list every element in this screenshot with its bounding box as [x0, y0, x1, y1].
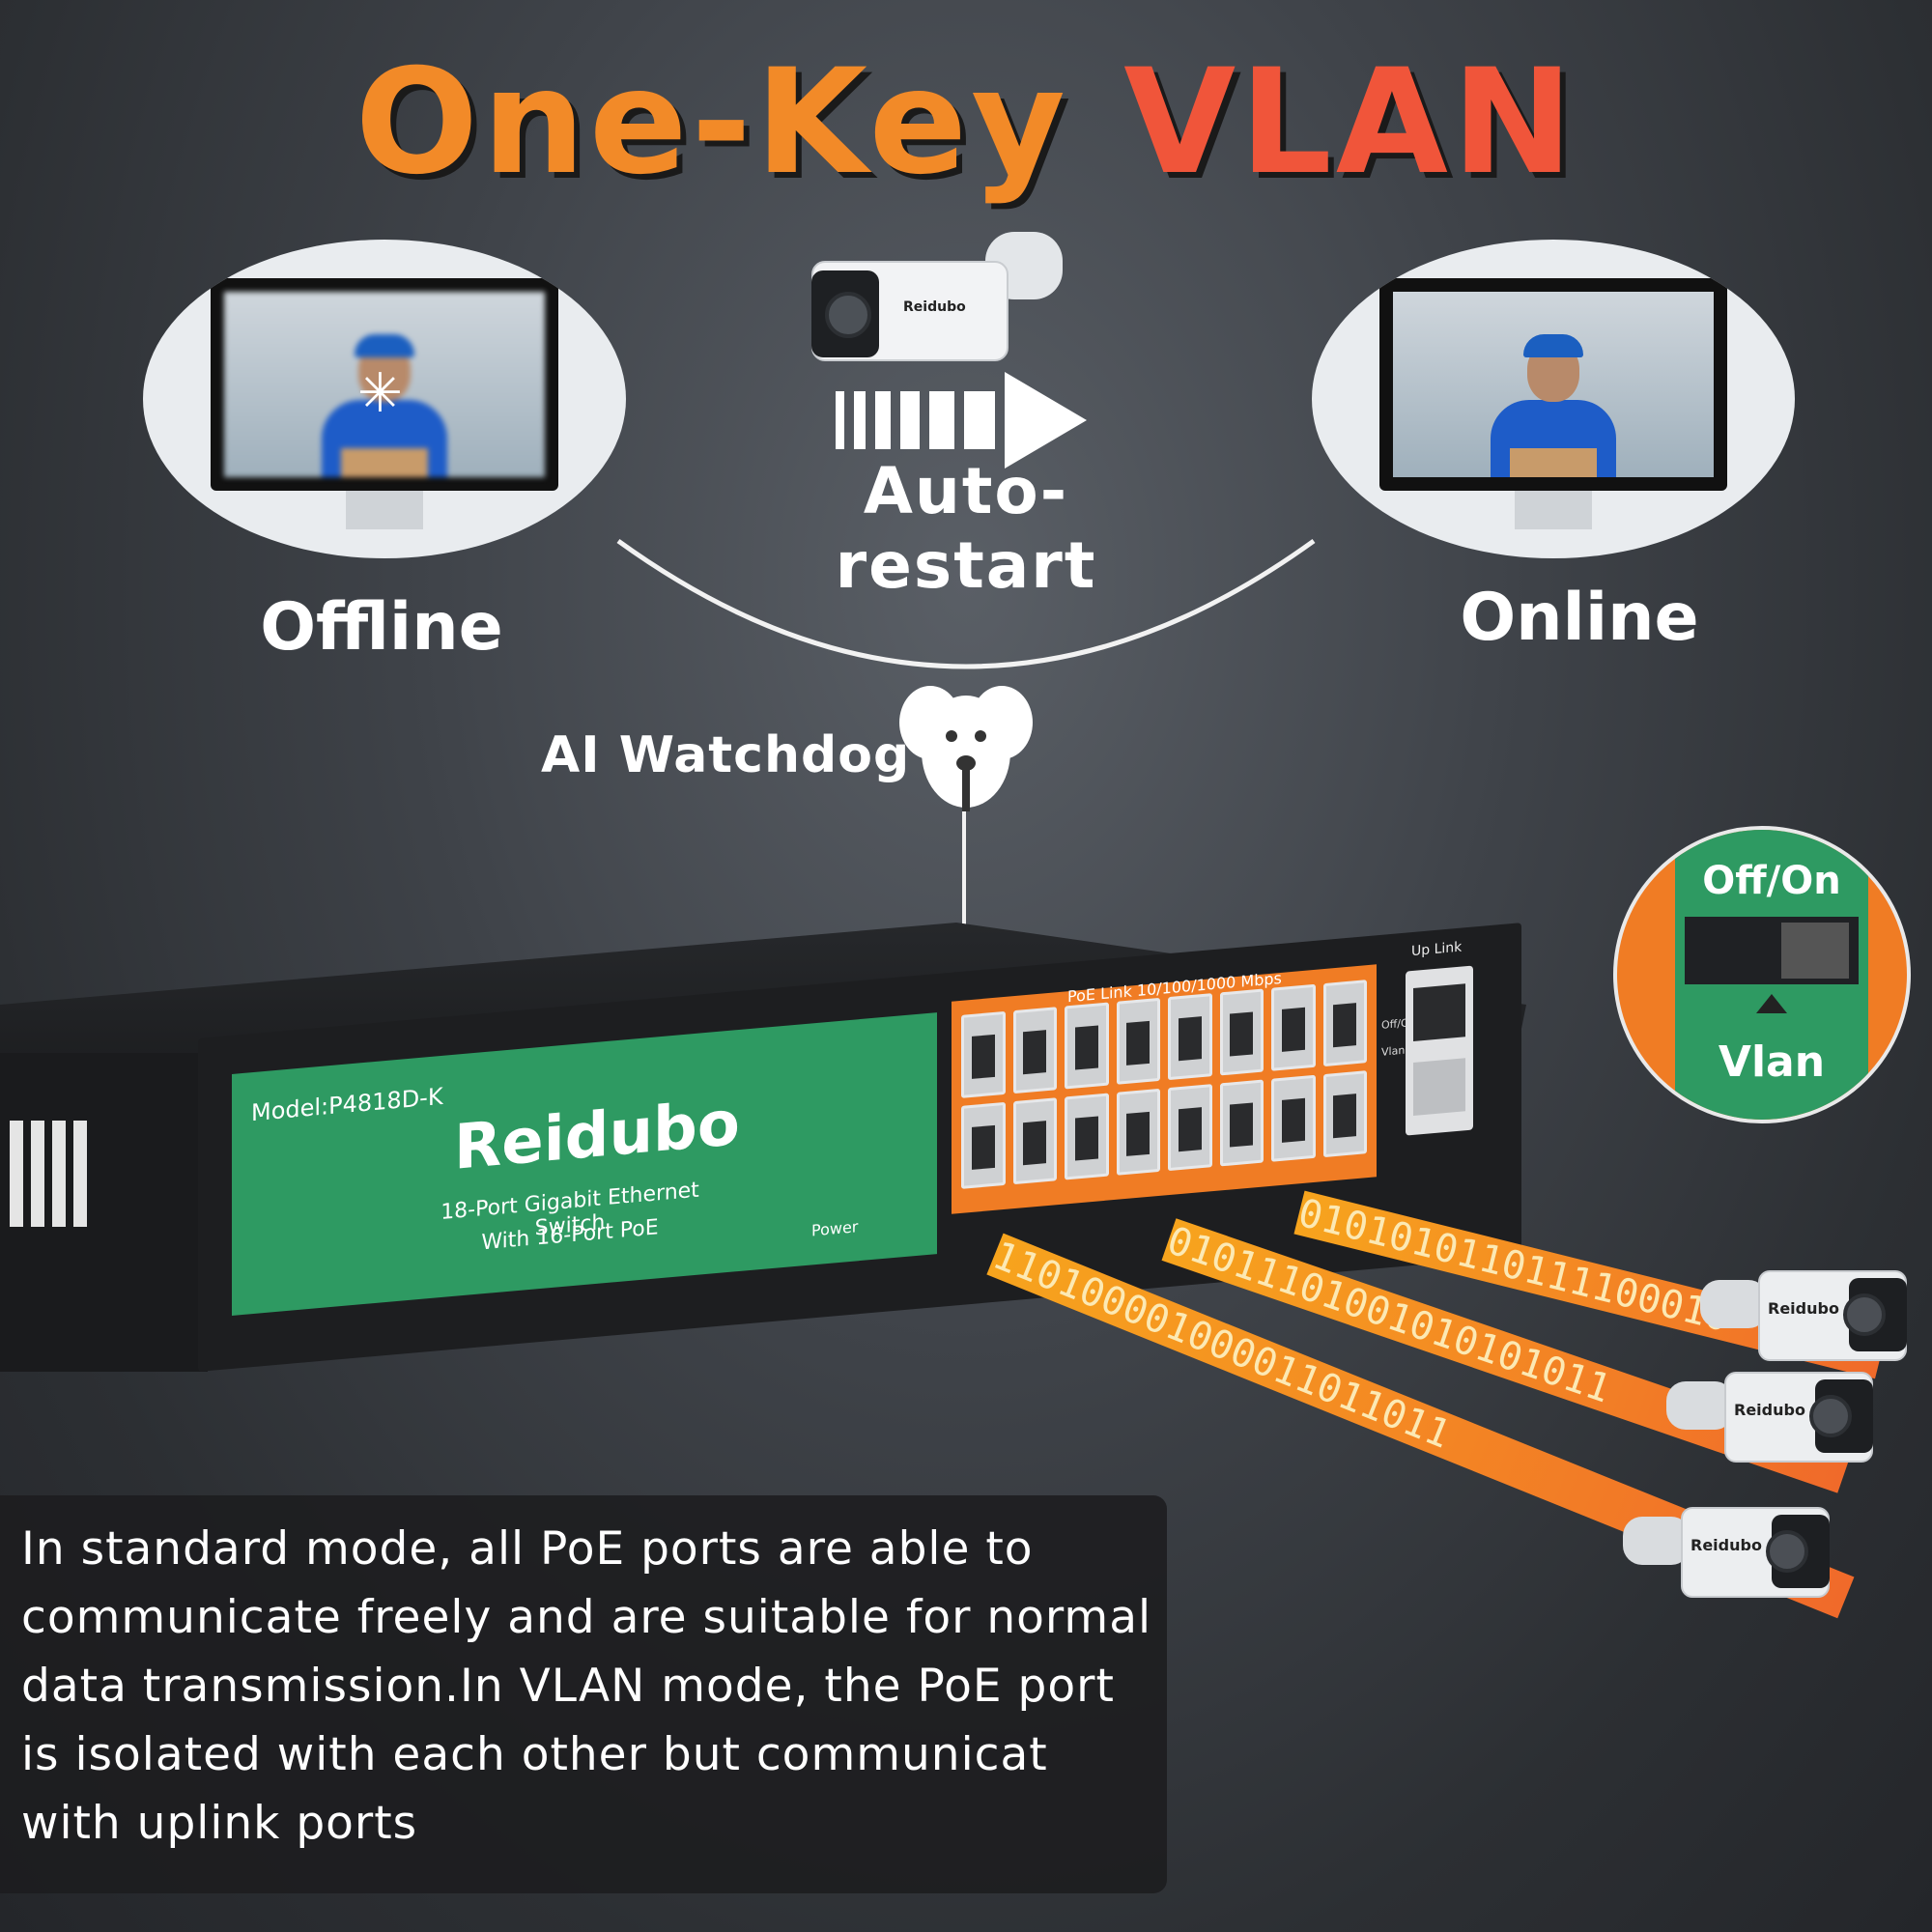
poe-port[interactable]: [1168, 1084, 1212, 1172]
uplink-ports[interactable]: Up Link: [1406, 940, 1473, 1136]
power-label: Power: [811, 1217, 859, 1240]
model-label: Model:P4818D-K: [251, 1082, 443, 1127]
poe-port[interactable]: [1116, 1088, 1160, 1176]
title-part1: One-Key: [355, 39, 1069, 207]
poe-port[interactable]: [1322, 980, 1367, 1067]
monitor-icon: [1379, 278, 1727, 491]
loading-spinner-icon: ✳: [357, 362, 403, 425]
page-title: One-Key VLAN: [0, 39, 1932, 207]
camera-brand-label: Reidubo: [1734, 1401, 1805, 1419]
poe-port[interactable]: [961, 1010, 1006, 1098]
auto-restart-label: Auto-restart: [835, 454, 1097, 603]
description-text: In standard mode, all PoE ports are able…: [21, 1522, 1152, 1850]
offline-label: Offline: [260, 589, 503, 666]
ai-watchdog-label: AI Watchdog: [541, 726, 911, 784]
zoom-green-panel: Off/On Vlan: [1675, 830, 1868, 1120]
security-camera-icon: Reidubo: [811, 232, 1063, 367]
security-camera-icon: Reidubo: [1623, 1497, 1830, 1598]
poe-port[interactable]: [1116, 997, 1160, 1085]
poe-port[interactable]: [1322, 1070, 1367, 1158]
poe-port[interactable]: [1271, 1074, 1316, 1162]
toggle-switch[interactable]: [1685, 917, 1859, 984]
poe-port[interactable]: [1065, 1002, 1109, 1090]
camera-brand-label: Reidubo: [1768, 1299, 1839, 1318]
poe-port[interactable]: [1065, 1093, 1109, 1180]
dog-face-icon: [899, 686, 1033, 811]
zoom-vlan-label: Vlan: [1718, 1037, 1826, 1087]
offline-monitor-card: [143, 240, 626, 558]
connection-arc: [616, 538, 1316, 669]
delivery-person-image: [312, 332, 457, 477]
security-camera-icon: Reidubo: [1700, 1261, 1907, 1361]
poe-port[interactable]: [1219, 988, 1264, 1076]
delivery-person-image: [1481, 332, 1626, 477]
poe-port[interactable]: [1168, 993, 1212, 1081]
monitor-icon: [211, 278, 558, 491]
poe-port[interactable]: [1012, 1097, 1057, 1185]
vlan-switch-zoom: Off/On Vlan: [1613, 826, 1911, 1123]
port-grid: [961, 980, 1367, 1189]
camera-brand-label: Reidubo: [1690, 1536, 1762, 1554]
security-camera-icon: Reidubo: [1666, 1362, 1873, 1463]
online-monitor-card: [1312, 240, 1795, 558]
description-box: [0, 1495, 1167, 1893]
arrow-right-icon: [836, 372, 1087, 469]
camera-brand-label: Reidubo: [903, 299, 966, 315]
triangle-up-icon: [1756, 994, 1787, 1013]
poe-port[interactable]: [961, 1101, 1006, 1189]
switch-side-panel: [0, 1053, 208, 1372]
title-part2: VLAN: [1123, 39, 1577, 207]
uplink-label: Up Link: [1411, 939, 1463, 960]
online-label: Online: [1460, 580, 1699, 656]
poe-port[interactable]: [1219, 1079, 1264, 1167]
brand-logo: Reidubo: [454, 1087, 740, 1184]
zoom-off-on-label: Off/On: [1702, 859, 1841, 903]
poe-port[interactable]: [1012, 1007, 1057, 1094]
poe-port[interactable]: [1271, 983, 1316, 1071]
switch-label-panel: Model:P4818D-K Reidubo 18-Port Gigabit E…: [232, 1012, 937, 1316]
